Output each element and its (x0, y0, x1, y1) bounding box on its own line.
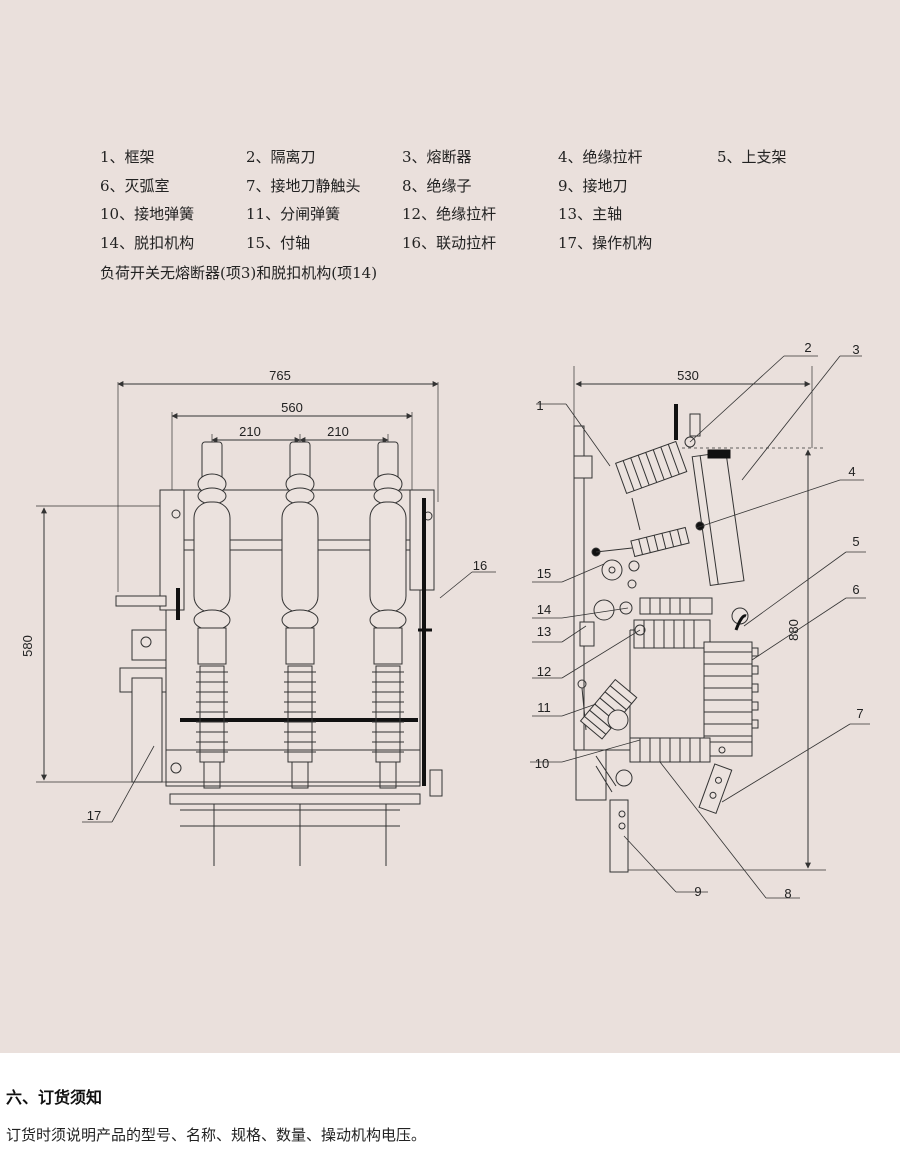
callout-10: 10 (535, 756, 549, 771)
section-title: 六、订货须知 (6, 1088, 103, 1107)
part-label: 8、绝缘子 (402, 176, 472, 195)
part-label: 7、接地刀静触头 (246, 176, 361, 195)
side-arc-chamber (703, 641, 759, 747)
technical-drawing: 765 560 210 210 580 16 17 (20, 340, 870, 900)
part-label: 3、熔断器 (402, 148, 472, 166)
part-label: 15、付轴 (246, 233, 311, 252)
callout-3: 3 (852, 342, 859, 357)
pole-right (369, 441, 407, 789)
side-springs (577, 678, 638, 740)
callout-4: 4 (848, 464, 855, 479)
callout-17: 17 (87, 808, 101, 823)
part-label: 11、分闸弹簧 (246, 205, 341, 223)
callout-14: 14 (537, 602, 551, 617)
callout-11: 11 (537, 700, 551, 715)
callout-2: 2 (804, 340, 811, 355)
callout-5: 5 (852, 534, 859, 549)
part-label: 17、操作机构 (558, 233, 653, 252)
callout-13: 13 (537, 624, 551, 639)
parts-row: 14、脱扣机构 15、付轴 16、联动拉杆 17、操作机构 (100, 232, 860, 261)
front-bars (176, 498, 432, 786)
side-mechanism (579, 597, 749, 649)
dim-pole-span: 560 (281, 400, 303, 415)
callout-12: 12 (537, 664, 551, 679)
section-body: 订货时须说明产品的型号、名称、规格、数量、操动机构电压。 (6, 1126, 427, 1144)
side-insulating-rod (591, 521, 705, 589)
front-view (36, 381, 496, 866)
part-label: 6、灭弧室 (100, 176, 170, 195)
dim-pole-pitch-right: 210 (327, 424, 349, 439)
callout-1: 1 (536, 398, 543, 413)
dim-pole-pitch-left: 210 (239, 424, 261, 439)
part-label: 9、接地刀 (558, 176, 628, 195)
callout-6: 6 (852, 582, 859, 597)
callout-9: 9 (694, 884, 701, 899)
part-label: 16、联动拉杆 (402, 233, 497, 252)
dim-depth: 530 (677, 368, 699, 383)
pole-center (281, 441, 319, 789)
side-callout-leaders (530, 355, 870, 899)
side-view (530, 355, 870, 899)
part-label: 4、绝缘拉杆 (558, 148, 643, 166)
part-label: 2、隔离刀 (246, 148, 316, 166)
parts-row: 1、框架 2、隔离刀 3、熔断器 4、绝缘拉杆 5、上支架 (100, 146, 860, 175)
dim-overall-width: 765 (269, 368, 291, 383)
callout-15: 15 (537, 566, 551, 581)
part-label: 12、绝缘拉杆 (402, 205, 497, 223)
side-top-assembly (615, 404, 745, 587)
part-label: 1、框架 (100, 148, 155, 166)
pole-left (193, 441, 231, 789)
parts-row: 6、灭弧室 7、接地刀静触头 8、绝缘子 9、接地刀 (100, 175, 860, 204)
dim-side-height: 880 (786, 619, 801, 641)
dimension-lines (36, 381, 439, 783)
dim-height: 580 (20, 635, 35, 657)
side-dimension-lines (573, 366, 826, 871)
side-lower-assembly (595, 737, 753, 830)
part-label: 5、上支架 (717, 148, 787, 166)
parts-note: 负荷开关无熔断器(项3)和脱扣机构(项14) (100, 264, 378, 282)
side-frame (573, 425, 700, 873)
parts-list: 1、框架 2、隔离刀 3、熔断器 4、绝缘拉杆 5、上支架 6、灭弧室 7、接地… (100, 146, 860, 260)
part-label: 14、脱扣机构 (100, 233, 195, 252)
part-label: 10、接地弹簧 (100, 205, 195, 223)
callout-16: 16 (473, 558, 487, 573)
part-label: 13、主轴 (558, 205, 623, 223)
callout-7: 7 (856, 706, 863, 721)
parts-row: 10、接地弹簧 11、分闸弹簧 12、绝缘拉杆 13、主轴 (100, 203, 860, 232)
callout-8: 8 (784, 886, 791, 900)
